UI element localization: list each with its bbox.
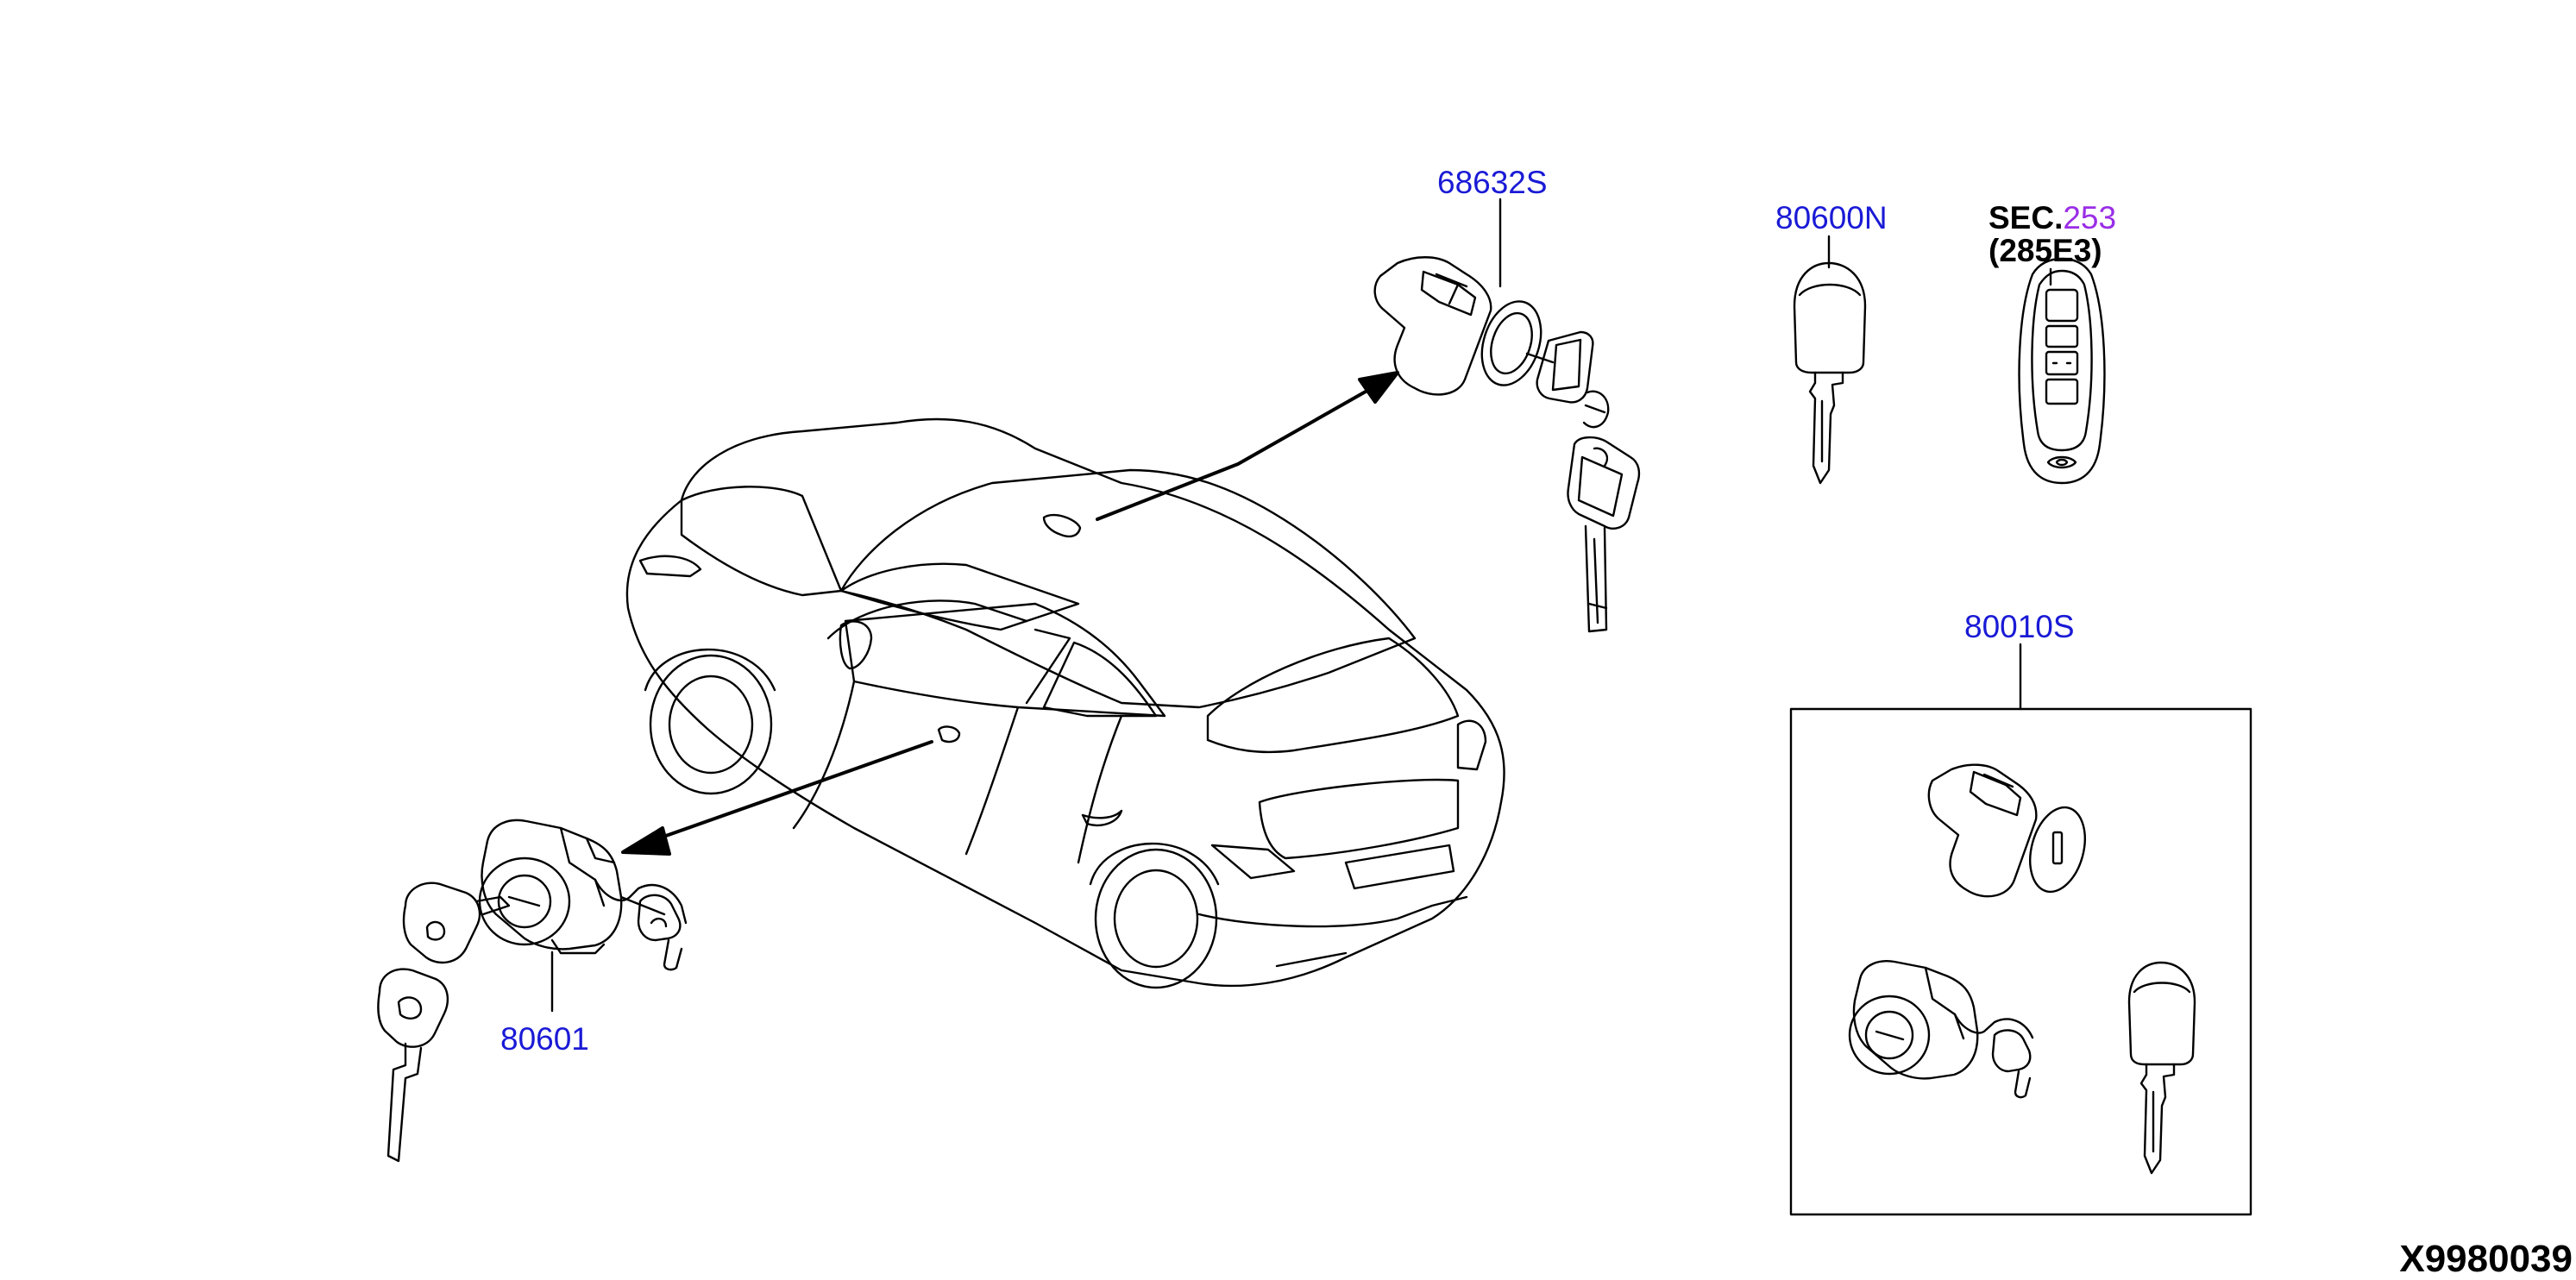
door-lock-point <box>939 727 959 742</box>
intelligent-key-fob <box>2020 259 2105 483</box>
callout-80010S[interactable]: 80010S <box>1964 609 2075 644</box>
key-blank <box>1794 263 1865 483</box>
vehicle-illustration <box>627 419 1505 988</box>
section-number: 253 <box>2063 200 2117 235</box>
trunk-lock-cylinder <box>1375 257 1639 631</box>
trunk-lock-point <box>1044 515 1080 536</box>
section-reference[interactable]: SEC.253 <box>1989 202 2116 234</box>
callout-80600N[interactable]: 80600N <box>1775 200 1888 235</box>
callout-68632S[interactable]: 68632S <box>1437 165 1548 200</box>
door-lock-cylinder <box>378 820 686 1161</box>
arrow-to-trunk-cylinder <box>1097 373 1398 519</box>
arrow-to-door-cylinder <box>623 742 932 854</box>
lock-set-key <box>2129 963 2195 1173</box>
lock-set-box <box>1791 709 2251 1214</box>
callout-80601[interactable]: 80601 <box>500 1021 589 1057</box>
diagram-code: X9980039 <box>2399 1238 2573 1280</box>
lock-set-ignition-cylinder <box>1929 765 2094 898</box>
lock-set-door-cylinder <box>1850 961 2033 1097</box>
section-subpart: (285E3) <box>1989 233 2102 268</box>
section-prefix: SEC. <box>1989 200 2064 235</box>
